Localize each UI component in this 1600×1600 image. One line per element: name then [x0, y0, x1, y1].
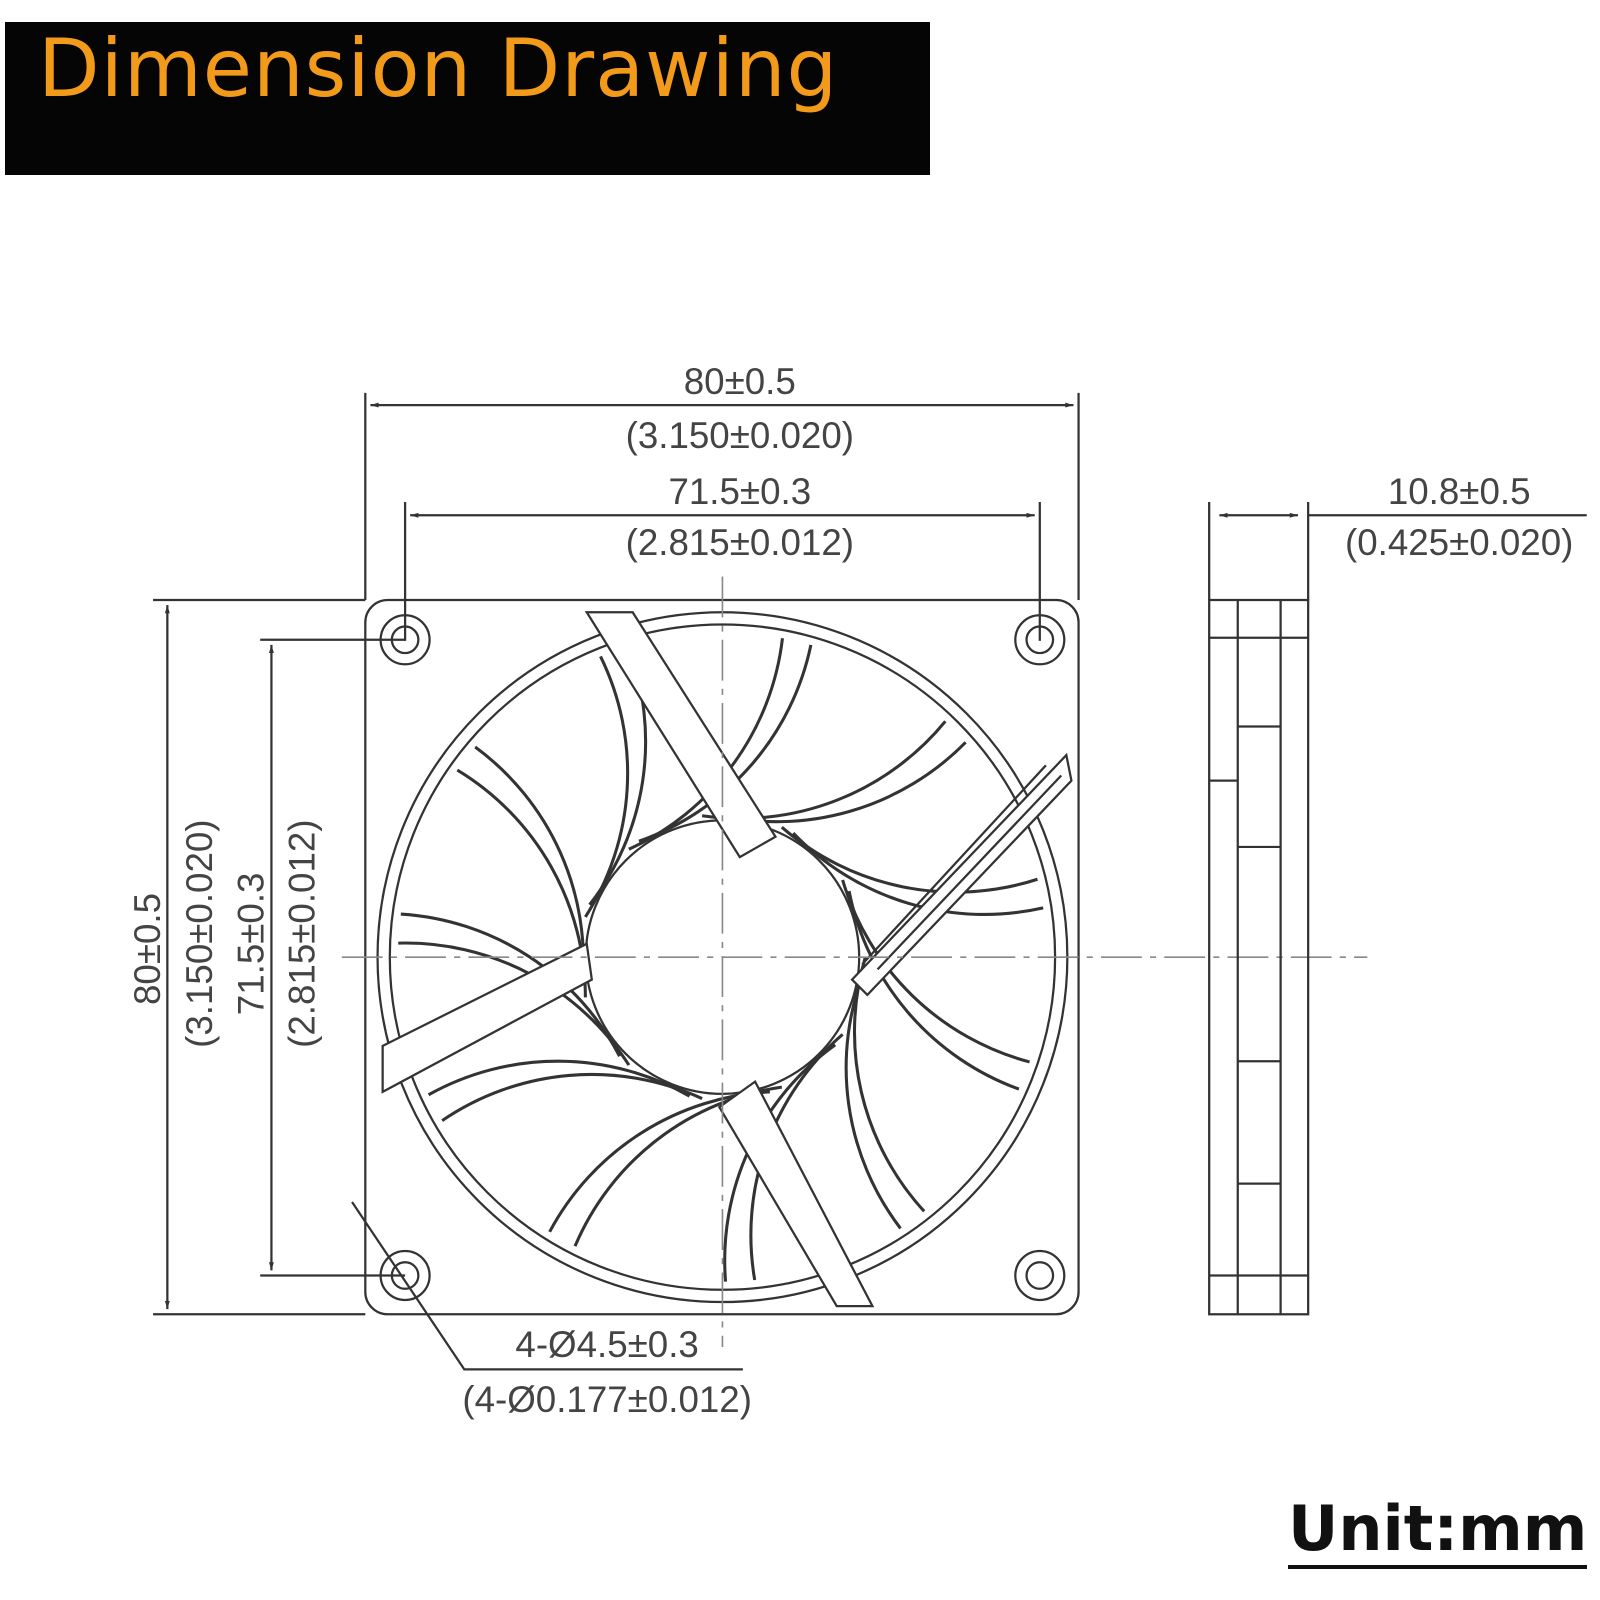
fan-blade-edge: [474, 745, 585, 986]
fan-blade-edge: [400, 912, 621, 1057]
height-holes-inch-label: (2.815±0.012): [281, 819, 322, 1047]
center-lines: [341, 576, 1368, 1347]
width-holes-label: 71.5±0.3: [668, 471, 811, 512]
thickness-inch-label: (0.425±0.020): [1345, 522, 1573, 563]
fan-blade-edge: [427, 1059, 691, 1098]
fan-blade-edge: [792, 831, 1044, 916]
fan-struts: [381, 611, 1073, 1308]
height-outer-label: 80±0.5: [127, 893, 168, 1005]
title: Dimension Drawing: [38, 22, 839, 115]
width-holes-inch-label: (2.815±0.012): [626, 522, 854, 563]
side-view: [1208, 502, 1587, 1316]
fan-blade-edge: [638, 644, 813, 843]
hole-diameter-inch-label: (4-Ø0.177±0.012): [462, 1379, 752, 1420]
fan-blade-edge: [847, 890, 1020, 1091]
thickness-label: 10.8±0.5: [1388, 471, 1531, 512]
mounting-holes: [379, 614, 1066, 1302]
hole-diameter-label: 4-Ø4.5±0.3: [515, 1324, 698, 1365]
hole-leader-line: [351, 1201, 743, 1371]
width-outer-label: 80±0.5: [684, 361, 796, 402]
height-outer-inch-label: (3.150±0.020): [179, 819, 220, 1047]
width-outer-inch-label: (3.150±0.020): [626, 415, 854, 456]
height-holes-label: 71.5±0.3: [230, 873, 271, 1016]
title-banner: [5, 22, 930, 175]
fan-blade-edge: [844, 969, 902, 1230]
unit-label: Unit:mm: [1288, 1493, 1588, 1569]
